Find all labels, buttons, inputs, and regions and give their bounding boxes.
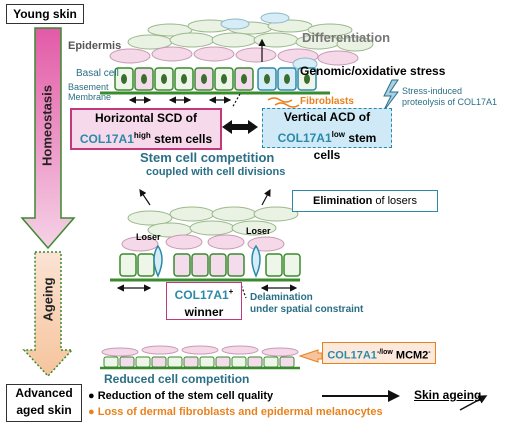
marker-box: COL17A1-/low MCM2- [322,342,436,364]
winner-word: winner [184,305,224,319]
winner-sup: + [228,287,234,296]
elimination-bold: Elimination [313,195,373,207]
epidermis-label: Epidermis [68,40,122,52]
timeline-arrow [20,27,76,378]
bullet-dot-2: ● [88,406,95,418]
scd-sup: high [133,131,151,140]
stress-note: Stress-induced proteolysis of COL17A1 [402,86,497,108]
differentiation-label: Differentiation [302,30,391,45]
advanced-line2: aged skin [16,403,72,417]
winner-line1: COL17A1+ [167,283,241,304]
homeostasis-label: Homeostasis [39,85,55,166]
scd-suffix: stem cells [150,132,213,146]
acd-sup: low [331,130,345,139]
delam-line1: Delamination [250,292,313,303]
competition-subtitle: coupled with cell divisions [146,166,286,178]
advanced-aged-skin-label: Advanced aged skin [6,384,82,422]
winner-gene: COL17A1 [174,288,229,302]
acd-gene: COL17A1 [277,131,332,145]
bullet-1: ● Reduction of the stem cell quality [88,390,273,402]
bullet-1-text: Reduction of the stem cell quality [97,390,274,402]
winner-box: COL17A1+ winner [166,282,242,320]
marker-mcm: MCM2 [392,349,429,362]
bullet-dot-1: ● [88,390,95,402]
scd-box: Horizontal SCD of COL17A1high stem cells [70,108,222,150]
competition-title: Stem cell competition [140,150,275,165]
marker-sup: -/low [376,349,393,356]
loser-right-label: Loser [246,226,271,236]
elimination-box: Elimination of losers [292,190,438,212]
bottom-tissue [100,345,488,411]
acd-box: Vertical ACD of COL17A1low stem cells [262,108,392,162]
basal-cell-label: Basal cell [76,68,119,79]
scd-line2: COL17A1high stem cells [72,127,220,148]
stress-note-line2: proteolysis of COL17A1 [402,97,498,107]
skin-ageing-outcome: Skin ageing [414,388,482,402]
young-skin-label: Young skin [6,4,84,24]
top-tissue [100,12,399,113]
bullet-2-text: Loss of dermal fibroblasts and epidermal… [97,406,383,418]
basement-line1: Basement [68,82,109,92]
delamination-note: Delamination under spatial constraint [250,292,363,316]
mid-tissue [110,188,301,299]
bullet-2: ● Loss of dermal fibroblasts and epiderm… [88,406,383,418]
scd-gene: COL17A1 [79,132,134,146]
loser-left-label: Loser [136,232,161,242]
scd-acd-double-arrow [222,120,258,134]
delam-line2: under spatial constraint [250,304,364,315]
basement-membrane-label: Basement Membrane [68,82,111,102]
advanced-line1: Advanced [15,386,73,400]
acd-suffix: stem cells [313,131,377,162]
ageing-label: Ageing [40,277,56,322]
acd-line1: Vertical ACD of [283,110,371,124]
elimination-rest: of losers [372,195,417,207]
stress-label: Genomic/oxidative stress [300,64,446,78]
scd-line1: Horizontal SCD of [95,111,197,125]
basement-line2: Membrane [68,92,112,102]
reduced-competition-label: Reduced cell competition [104,372,250,386]
stress-note-line1: Stress-induced [402,86,463,96]
fibroblasts-label: Fibroblasts [300,96,354,107]
marker-mcm-sup: - [428,349,431,356]
acd-line2: COL17A1low stem cells [263,126,391,164]
marker-gene: COL17A1 [327,349,377,362]
